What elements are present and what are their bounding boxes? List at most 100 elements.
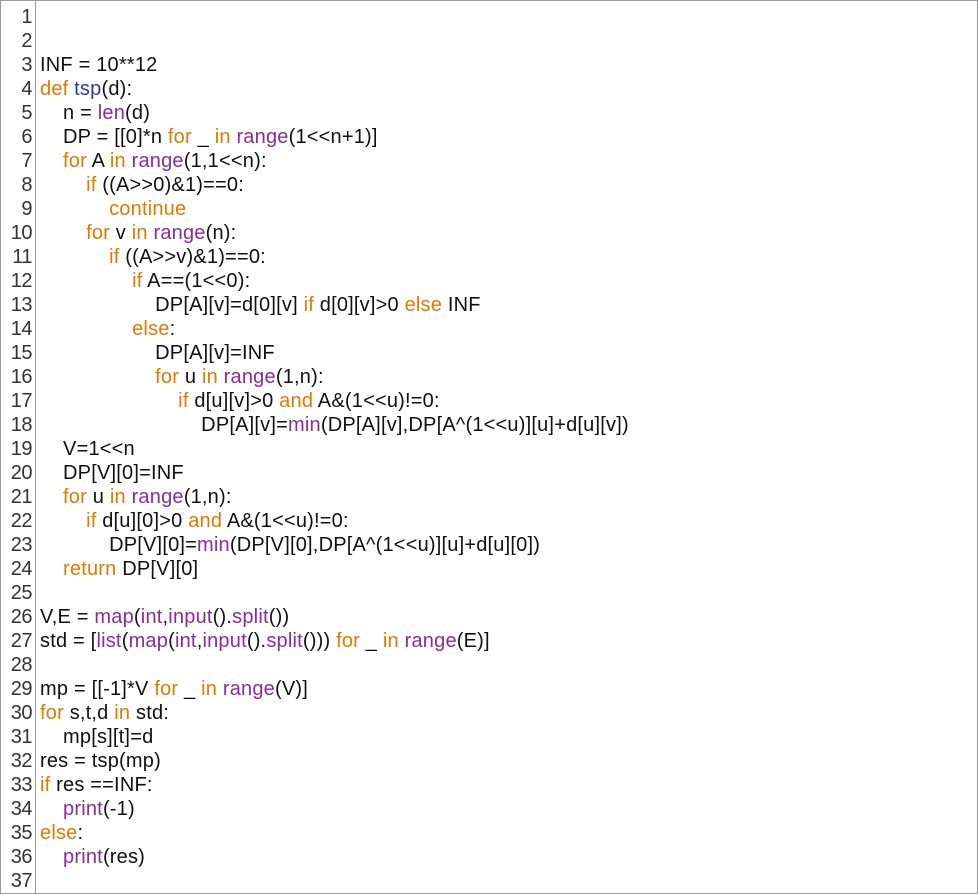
- code-text[interactable]: if d[u][0]>0 and A&(1<<u)!=0:: [34, 510, 349, 533]
- keyword-token: for: [155, 365, 180, 388]
- code-line[interactable]: 8 if ((A>>0)&1)==0:: [1, 173, 977, 197]
- code-text[interactable]: else:: [34, 822, 83, 845]
- code-line[interactable]: 12 if A==(1<<0):: [1, 269, 977, 293]
- code-text[interactable]: if ((A>>v)&1)==0:: [34, 246, 266, 269]
- code-text[interactable]: INF = 10**12: [34, 54, 157, 77]
- keyword-token: if: [86, 173, 97, 196]
- code-text[interactable]: print(-1): [34, 798, 135, 821]
- text-token: ,: [162, 605, 169, 628]
- line-number: 35: [10, 821, 33, 844]
- code-text[interactable]: std = [list(map(int,input().split())) fo…: [34, 630, 490, 653]
- line-number: 8: [21, 173, 32, 196]
- gutter-divider: [35, 1, 36, 893]
- code-text[interactable]: mp[s][t]=d: [34, 726, 153, 749]
- code-text[interactable]: def tsp(d):: [34, 78, 132, 101]
- keyword-token: if: [86, 509, 97, 532]
- text-token: ())): [302, 629, 337, 652]
- code-line[interactable]: 6 DP = [[0]*n for _ in range(1<<n+1)]: [1, 125, 977, 149]
- code-line[interactable]: 2: [1, 29, 977, 53]
- text-token: [40, 510, 86, 532]
- code-line[interactable]: 20 DP[V][0]=INF: [1, 461, 977, 485]
- code-text[interactable]: if ((A>>0)&1)==0:: [34, 174, 244, 197]
- text-token: ()): [268, 605, 290, 628]
- code-line[interactable]: 14 else:: [1, 317, 977, 341]
- code-text[interactable]: DP[A][v]=d[0][v] if d[0][v]>0 else INF: [34, 294, 481, 317]
- code-text[interactable]: if A==(1<<0):: [34, 270, 250, 293]
- code-line[interactable]: 23 DP[V][0]=min(DP[V][0],DP[A^(1<<u)][u]…: [1, 533, 977, 557]
- code-line[interactable]: 19 V=1<<n: [1, 437, 977, 461]
- keyword-token: in: [214, 125, 231, 148]
- code-text[interactable]: DP[A][v]=INF: [34, 342, 275, 365]
- code-line[interactable]: 18 DP[A][v]=min(DP[A][v],DP[A^(1<<u)][u]…: [1, 413, 977, 437]
- code-text[interactable]: if res ==INF:: [34, 774, 153, 797]
- code-line[interactable]: 16 for u in range(1,n):: [1, 365, 977, 389]
- code-line[interactable]: 31 mp[s][t]=d: [1, 725, 977, 749]
- code-line[interactable]: 1: [1, 5, 977, 29]
- text-token: res = tsp(mp): [40, 749, 161, 772]
- code-line[interactable]: 11 if ((A>>v)&1)==0:: [1, 245, 977, 269]
- code-line[interactable]: 28: [1, 653, 977, 677]
- code-text[interactable]: else:: [34, 318, 175, 341]
- text-token: (n):: [205, 221, 237, 244]
- code-text[interactable]: DP[V][0]=INF: [34, 462, 184, 485]
- code-text[interactable]: for u in range(1,n):: [34, 366, 324, 389]
- code-line[interactable]: 34 print(-1): [1, 797, 977, 821]
- keyword-token: for: [154, 677, 179, 700]
- line-number: 1: [21, 5, 32, 28]
- code-line[interactable]: 21 for u in range(1,n):: [1, 485, 977, 509]
- code-line[interactable]: 13 DP[A][v]=d[0][v] if d[0][v]>0 else IN…: [1, 293, 977, 317]
- code-line[interactable]: 25: [1, 581, 977, 605]
- code-text[interactable]: return DP[V][0]: [34, 558, 198, 581]
- code-text[interactable]: DP[A][v]=min(DP[A][v],DP[A^(1<<u)][u]+d[…: [34, 414, 629, 437]
- code-text[interactable]: if d[u][v]>0 and A&(1<<u)!=0:: [34, 390, 440, 413]
- code-line[interactable]: 7 for A in range(1,1<<n):: [1, 149, 977, 173]
- builtin-token: range: [131, 485, 184, 508]
- code-line[interactable]: 17 if d[u][v]>0 and A&(1<<u)!=0:: [1, 389, 977, 413]
- code-line[interactable]: 9 continue: [1, 197, 977, 221]
- code-text[interactable]: continue: [34, 198, 186, 221]
- code-line[interactable]: 37: [1, 869, 977, 893]
- code-text[interactable]: V=1<<n: [34, 438, 135, 461]
- code-text[interactable]: for u in range(1,n):: [34, 486, 232, 509]
- code-text[interactable]: print(res): [34, 846, 145, 869]
- keyword-token: for: [86, 221, 111, 244]
- code-line[interactable]: 10 for v in range(n):: [1, 221, 977, 245]
- code-line[interactable]: 36 print(res): [1, 845, 977, 869]
- text-token: [40, 246, 109, 268]
- code-line[interactable]: 24 return DP[V][0]: [1, 557, 977, 581]
- code-text[interactable]: V,E = map(int,input().split()): [34, 606, 289, 629]
- code-text[interactable]: mp = [[-1]*V for _ in range(V)]: [34, 678, 308, 701]
- code-line[interactable]: 5 n = len(d): [1, 101, 977, 125]
- code-text[interactable]: res = tsp(mp): [34, 750, 161, 773]
- text-token: [40, 558, 63, 580]
- text-token: [40, 846, 63, 868]
- line-number: 9: [21, 197, 32, 220]
- code-text[interactable]: for A in range(1,1<<n):: [34, 150, 267, 173]
- keyword-token: and: [188, 509, 223, 532]
- code-line[interactable]: 15 DP[A][v]=INF: [1, 341, 977, 365]
- code-line[interactable]: 22 if d[u][0]>0 and A&(1<<u)!=0:: [1, 509, 977, 533]
- text-token: DP[V][0]=: [40, 533, 198, 556]
- code-text[interactable]: for s,t,d in std:: [34, 702, 169, 725]
- line-number: 28: [10, 653, 33, 676]
- code-text[interactable]: DP = [[0]*n for _ in range(1<<n+1)]: [34, 126, 378, 149]
- text-token: _: [178, 677, 202, 700]
- code-text[interactable]: n = len(d): [34, 102, 150, 125]
- text-token: DP = [[0]*n: [40, 125, 168, 148]
- text-token: mp[s][t]=d: [40, 725, 154, 748]
- code-text[interactable]: for v in range(n):: [34, 222, 236, 245]
- builtin-token: split: [232, 605, 269, 628]
- code-text[interactable]: DP[V][0]=min(DP[V][0],DP[A^(1<<u)][u]+d[…: [34, 534, 540, 557]
- text-token: (DP[V][0],DP[A^(1<<u)][u]+d[u][0]): [229, 533, 541, 556]
